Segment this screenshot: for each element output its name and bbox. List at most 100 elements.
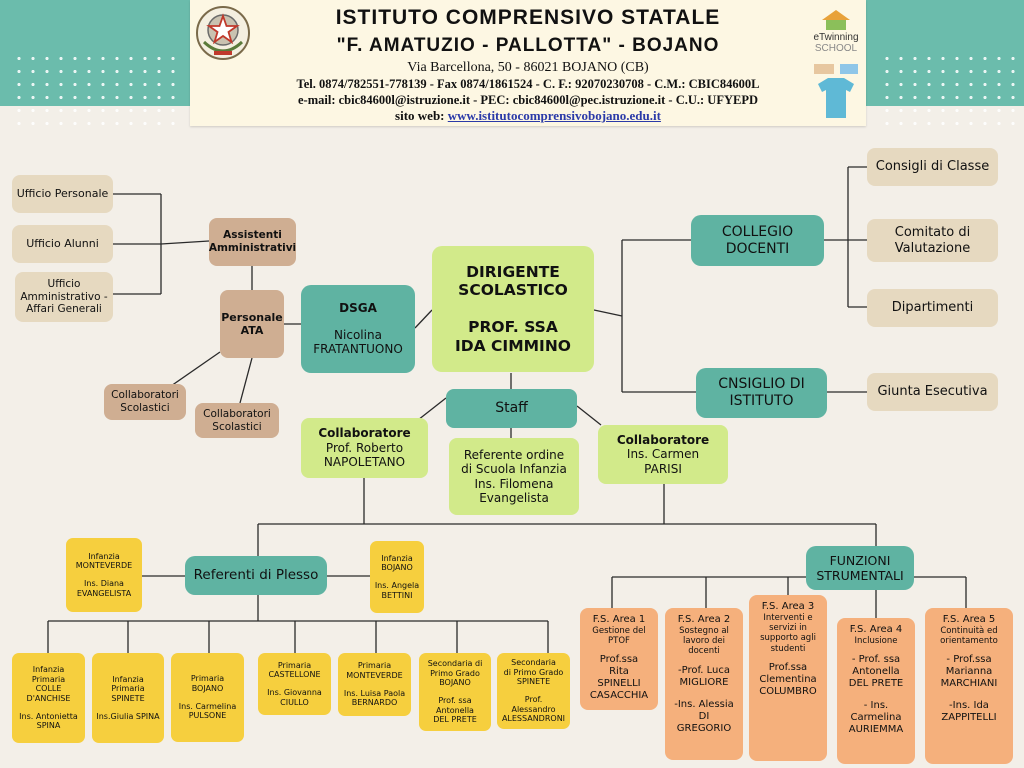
area-person-line: -Ins. Alessia bbox=[674, 698, 734, 710]
referente-line: Referente ordine bbox=[463, 447, 565, 462]
dirigente-line: SCOLASTICO bbox=[458, 281, 568, 300]
plesso-line: Primaria bbox=[111, 684, 145, 694]
funzioni-strumentali-node: FUNZIONI STRUMENTALI bbox=[806, 546, 914, 590]
area-person-line: AURIEMMA bbox=[848, 724, 904, 736]
plesso-line: Ins. Giovanna bbox=[267, 688, 322, 697]
plesso-line: BOJANO bbox=[191, 683, 224, 693]
area-desc-line: Continuità ed bbox=[940, 626, 998, 636]
decorative-dots-right bbox=[880, 52, 1024, 130]
assistenti-amministrativi-node: Assistenti Amministrativi bbox=[209, 218, 296, 266]
plesso-line: BETTINI bbox=[381, 590, 413, 600]
school-contacts: Tel. 0874/782551-778139 - Fax 0874/18615… bbox=[296, 77, 760, 91]
area-person-line: MIGLIORE bbox=[679, 676, 729, 688]
area-person-line bbox=[674, 689, 734, 699]
funzioni-line: FUNZIONI bbox=[829, 553, 891, 568]
plesso-line: Ins. Diana bbox=[84, 579, 124, 588]
area-desc-line: Inclusione bbox=[854, 636, 898, 646]
area-person-line bbox=[941, 690, 998, 700]
area-desc-line: orientamento bbox=[940, 636, 998, 647]
area-person-line: Carmelina bbox=[850, 712, 902, 724]
dipartimenti-node: Dipartimenti bbox=[867, 289, 998, 327]
plesso-line: D'ANCHISE bbox=[26, 694, 71, 703]
plesso-line: BOJANO bbox=[381, 563, 413, 573]
area-person-line: -Ins. Ida bbox=[949, 700, 989, 712]
collab-line: PARISI bbox=[644, 461, 682, 476]
plesso-line: BOJANO bbox=[439, 678, 471, 688]
personale-ata-line: ATA bbox=[240, 324, 264, 337]
area-person-line: Clementina bbox=[759, 673, 817, 685]
school-title: ISTITUTO COMPRENSIVO STATALE bbox=[335, 6, 721, 29]
website-label: sito web: bbox=[395, 108, 445, 123]
collab-scol-line: Scolastici bbox=[212, 420, 262, 433]
plesso-line: Ins. Luisa Paola bbox=[343, 688, 406, 698]
ufficio-alunni-node: Ufficio Alunni bbox=[12, 225, 113, 263]
dsga-name-line: Nicolina bbox=[334, 327, 382, 342]
consiglio-istituto-node: CNSIGLIO DI ISTITUTO bbox=[696, 368, 827, 418]
plesso-line: Ins. Angela bbox=[374, 581, 420, 590]
dsga-name-line: FRATANTUONO bbox=[313, 342, 403, 357]
decorative-dots-left bbox=[12, 52, 182, 130]
plesso-line: Ins.Giulia SPINA bbox=[96, 711, 160, 721]
area-person-line: Prof.ssa bbox=[599, 654, 639, 666]
school-website-row: sito web: www.istitutocomprensivobojano.… bbox=[190, 108, 866, 124]
plesso-line: MONTEVERDE bbox=[75, 561, 133, 571]
assistenti-line: Assistenti bbox=[223, 229, 282, 242]
dirigente-line: DIRIGENTE bbox=[466, 262, 560, 281]
plesso-line: Ins. Antonietta bbox=[19, 711, 78, 721]
area-person-line: - Ins. bbox=[863, 700, 889, 712]
ufficio-amm-line: Amministrativo - bbox=[20, 290, 108, 303]
collegio-docenti-node: COLLEGIO DOCENTI bbox=[691, 215, 824, 266]
area-person-line: GREGORIO bbox=[676, 722, 732, 734]
republic-emblem-icon bbox=[196, 6, 250, 60]
staff-node: Staff bbox=[446, 389, 577, 428]
collab-scol-line: Collaboratori bbox=[111, 389, 179, 402]
consiglio-line: CNSIGLIO DI bbox=[718, 376, 805, 393]
school-email: e-mail: cbic84600l@istruzione.it - PEC: … bbox=[298, 93, 758, 107]
referenti-plesso-label: Referenti di Plesso bbox=[193, 567, 319, 584]
personale-ata-line: Personale bbox=[221, 310, 283, 324]
area-person-line: Prof.ssa bbox=[768, 661, 808, 673]
school-header: ISTITUTO COMPRENSIVO STATALE "F. AMATUZI… bbox=[190, 0, 866, 126]
consiglio-line: ISTITUTO bbox=[729, 393, 794, 409]
dsga-node: DSGA Nicolina FRATANTUONO bbox=[301, 285, 415, 373]
area-desc-line: PTOF bbox=[608, 636, 630, 647]
referente-infanzia-node: Referente ordine di Scuola Infanzia Ins.… bbox=[449, 438, 579, 515]
plesso-line: SPINETE bbox=[516, 677, 551, 687]
collab-line: Collaboratore bbox=[616, 432, 710, 447]
area-description: Inclusione bbox=[855, 636, 898, 646]
area-desc-line: lavoro dei bbox=[683, 636, 725, 647]
plesso-line: DEL PRETE bbox=[433, 715, 477, 725]
collaboratori-scolastici-node-2: Collaboratori Scolastici bbox=[195, 403, 279, 438]
staff-label: Staff bbox=[495, 400, 528, 417]
badge-line-2: SCHOOL bbox=[815, 43, 858, 54]
collab-line: Ins. Carmen bbox=[626, 447, 700, 462]
area-person-line: SPINELLI bbox=[597, 678, 641, 690]
plesso-line: Antonella bbox=[436, 705, 474, 715]
consigli-classe-label: Consigli di Classe bbox=[875, 159, 990, 175]
badge-line-1: eTwinning bbox=[813, 32, 858, 43]
website-link[interactable]: www.istitutocomprensivobojano.edu.it bbox=[447, 108, 661, 123]
collaboratore-parisi-node: Collaboratore Ins. Carmen PARISI bbox=[598, 425, 728, 484]
plesso-line: Ins. Carmelina bbox=[178, 701, 237, 711]
ufficio-amm-line: Ufficio bbox=[47, 278, 81, 291]
area-person-line: -Prof. Luca bbox=[678, 664, 730, 676]
collaboratore-napoletano-node: Collaboratore Prof. Roberto NAPOLETANO bbox=[301, 418, 428, 478]
plesso-line: COLLE bbox=[35, 684, 62, 694]
plesso-line: Infanzia bbox=[112, 674, 144, 684]
